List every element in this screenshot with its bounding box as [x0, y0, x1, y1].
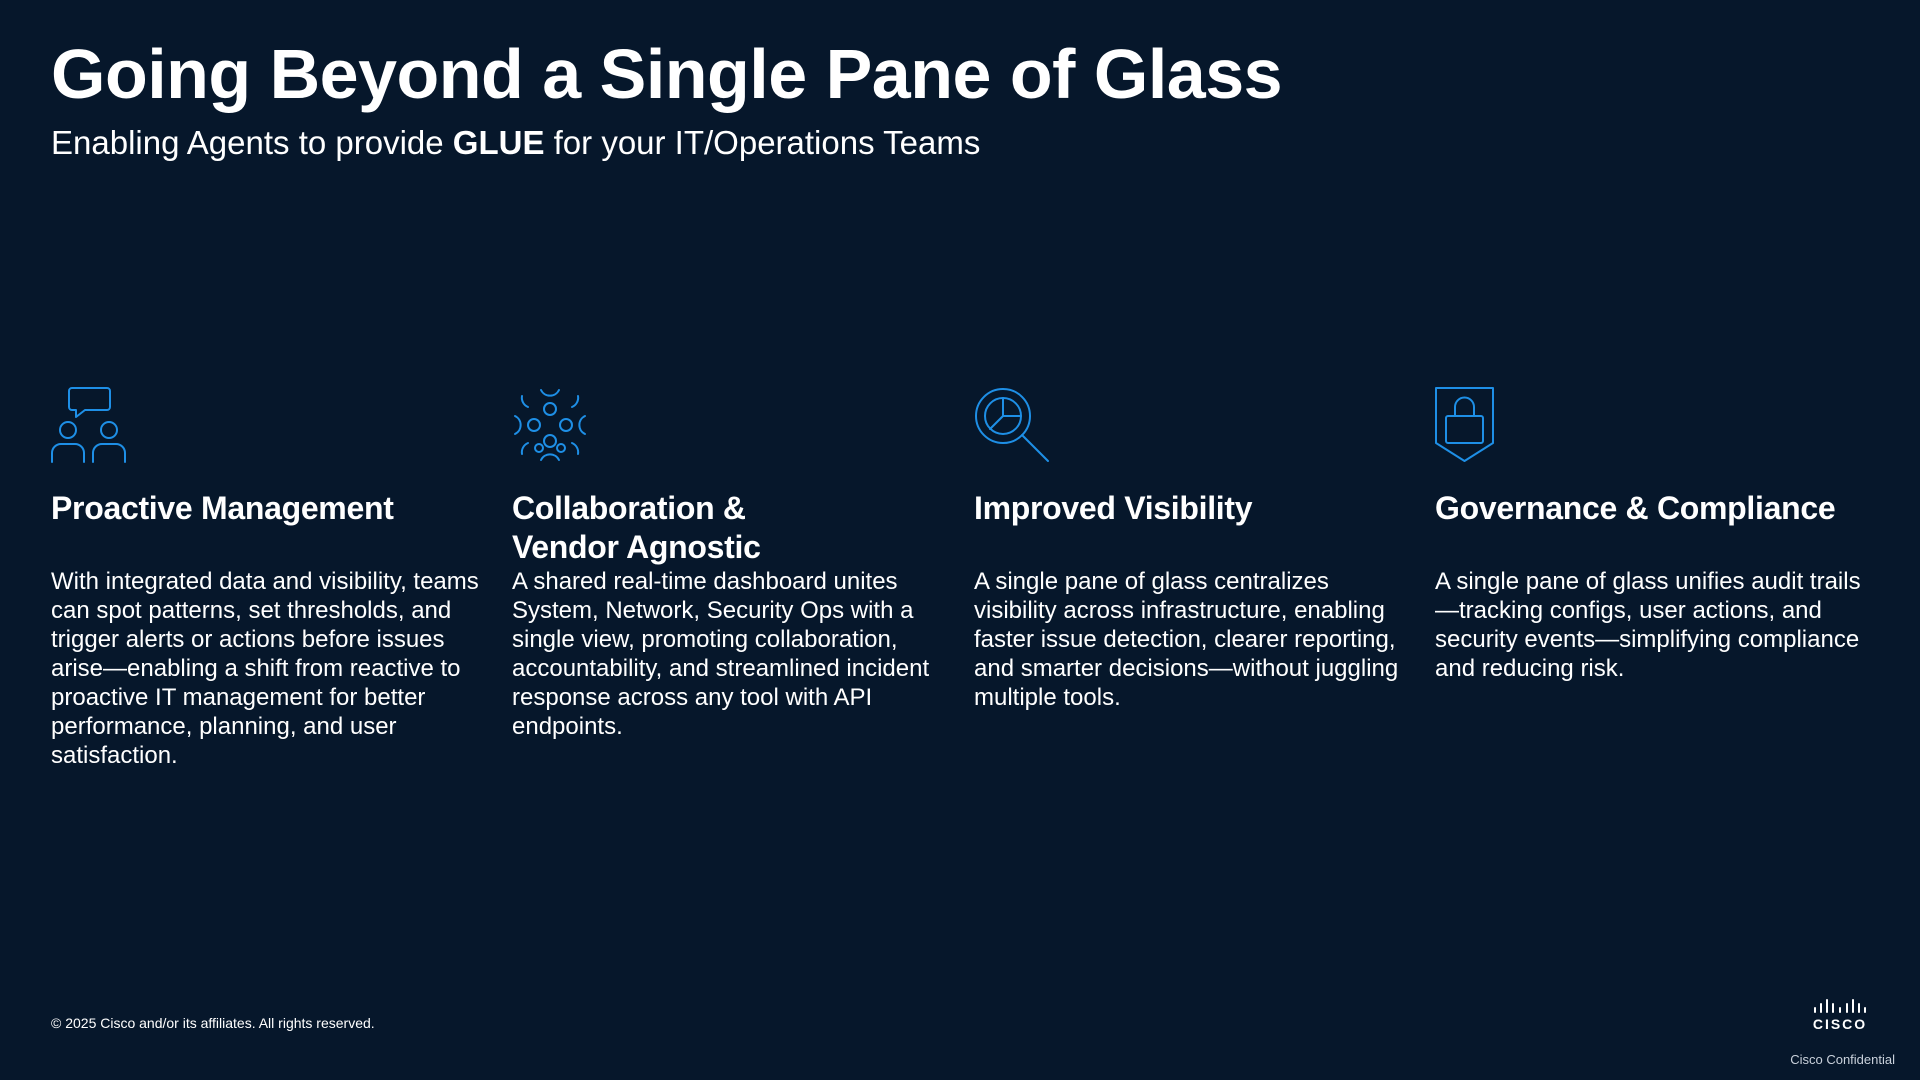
column-heading: Governance & Compliance: [1435, 490, 1836, 526]
slide-title: Going Beyond a Single Pane of Glass: [51, 35, 1283, 113]
column-proactive-management: Proactive Management With integrated dat…: [51, 387, 491, 769]
cisco-wordmark: CISCO: [1812, 1016, 1868, 1032]
column-body: A shared real-time dashboard unites Syst…: [512, 568, 930, 740]
column-heading: Improved Visibility: [974, 490, 1253, 526]
column-improved-visibility: Improved Visibility A single pane of gla…: [974, 387, 1414, 711]
confidential-label: Cisco Confidential: [1790, 1052, 1895, 1067]
cisco-logo: CISCO: [1810, 998, 1870, 1032]
subtitle-prefix: Enabling Agents to provide: [51, 124, 453, 161]
column-heading: Collaboration &Vendor Agnostic: [512, 489, 952, 567]
magnifier-chart-icon: [974, 387, 1050, 463]
column-collaboration: Collaboration &Vendor Agnostic A shared …: [512, 387, 952, 740]
column-governance: Governance & Compliance A single pane of…: [1435, 387, 1875, 682]
cisco-bridge-icon: [1814, 999, 1866, 1013]
people-chat-icon: [51, 387, 127, 463]
column-body: With integrated data and visibility, tea…: [51, 568, 479, 769]
column-heading: Proactive Management: [51, 490, 394, 526]
subtitle-suffix: for your IT/Operations Teams: [544, 124, 981, 161]
copyright-notice: © 2025 Cisco and/or its affiliates. All …: [51, 1015, 375, 1031]
collaboration-network-icon: [512, 387, 588, 463]
subtitle-bold: GLUE: [452, 124, 545, 161]
heading-line-1: Collaboration &: [512, 490, 746, 526]
heading-line-2: Vendor Agnostic: [512, 529, 761, 565]
slide-subtitle: Enabling Agents to provide GLUE for your…: [51, 123, 980, 163]
shield-lock-icon: [1435, 387, 1511, 463]
column-body: A single pane of glass centralizes visib…: [974, 568, 1399, 711]
column-body: A single pane of glass unifies audit tra…: [1435, 568, 1861, 682]
